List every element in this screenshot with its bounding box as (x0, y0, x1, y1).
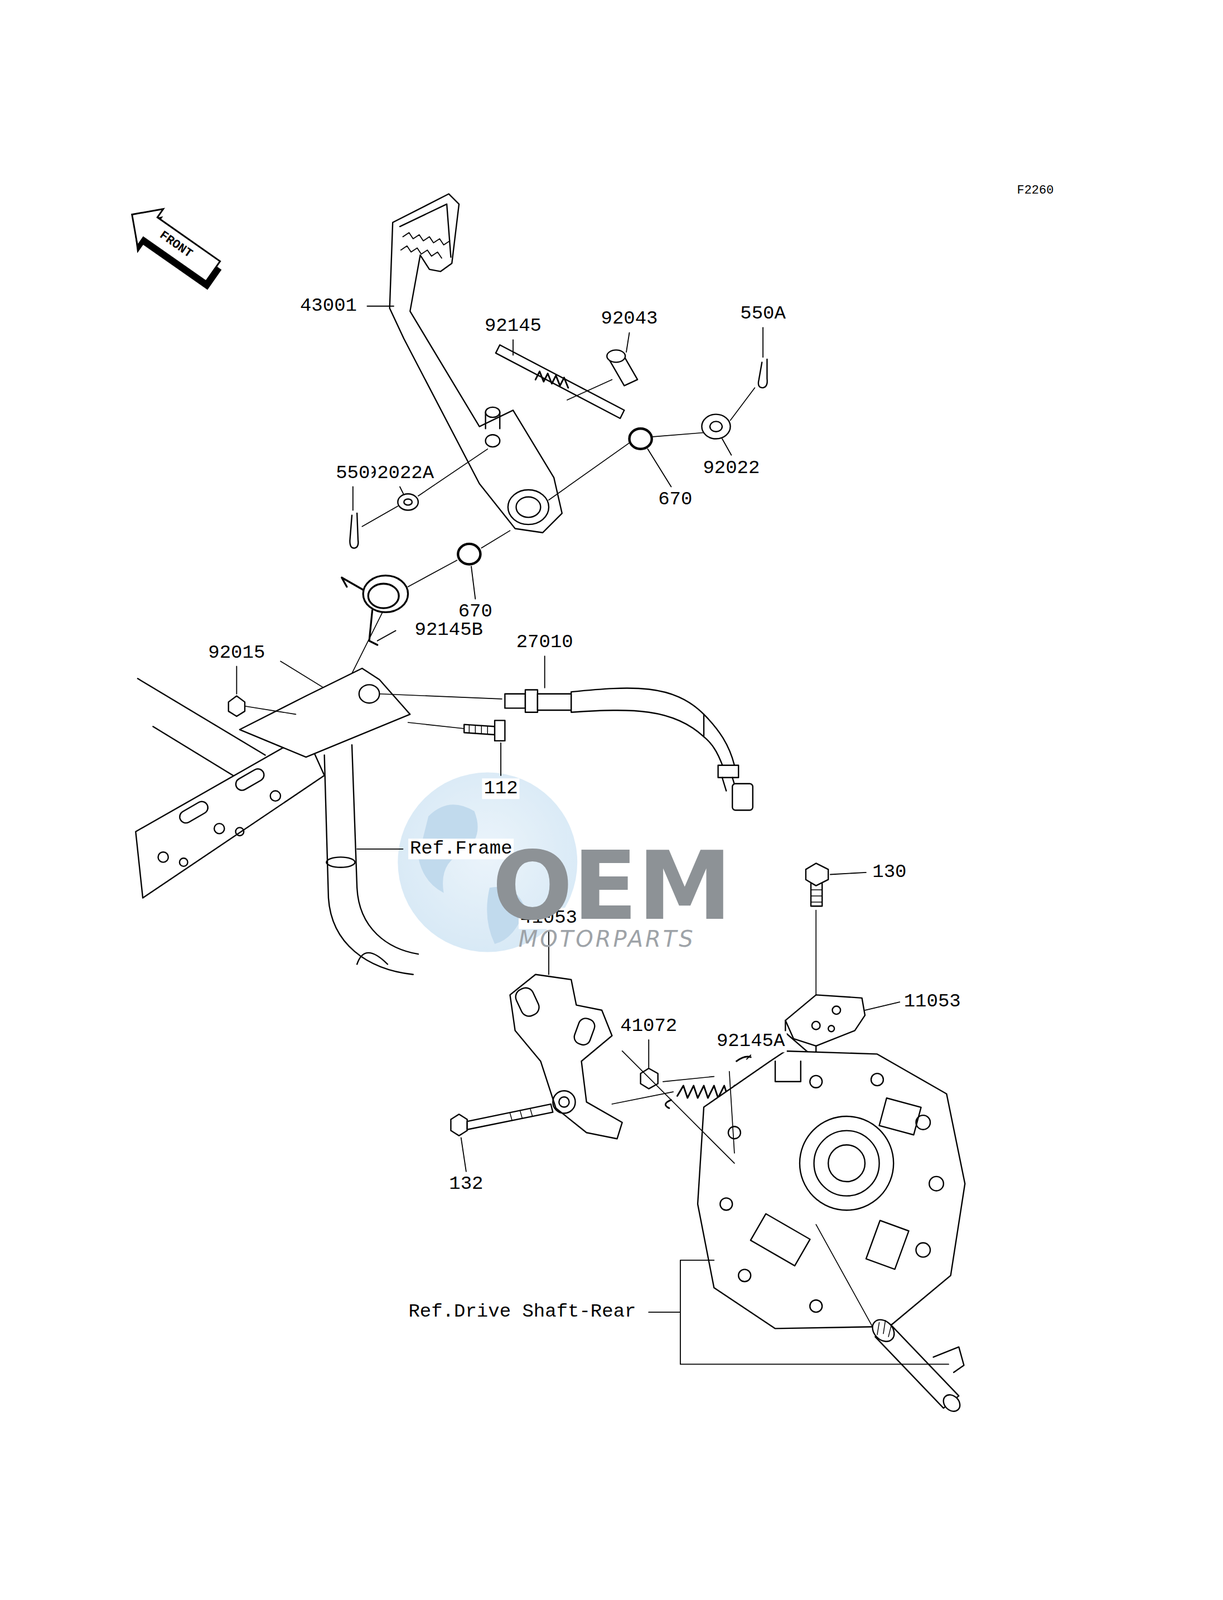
leader-line (236, 306, 900, 1172)
callout-number: 92145 (482, 316, 544, 337)
bolt (408, 719, 506, 741)
callout-number: 27010 (514, 632, 575, 654)
reference-label: Ref.Drive Shaft-Rear (406, 1301, 638, 1322)
front-arrow (115, 195, 231, 298)
clevis-pin (606, 349, 638, 386)
callout-number: 132 (447, 1173, 485, 1195)
drive-shaft (868, 1315, 965, 1415)
spring-rod (495, 344, 625, 419)
bracket (785, 994, 865, 1059)
assembly-axis (361, 379, 755, 587)
o-ring (629, 428, 652, 449)
bolt (805, 862, 829, 995)
washer (397, 414, 731, 511)
frame (135, 668, 419, 975)
callout-number: 92022A (364, 462, 436, 484)
watermark: OEM (490, 833, 734, 938)
callout-number: 43001 (298, 295, 359, 317)
figure-code: F2260 (1014, 184, 1056, 198)
callout-number: 670 (656, 489, 694, 511)
bolt (450, 1103, 553, 1136)
direction-label: FRONT (155, 227, 196, 262)
o-ring (457, 543, 481, 565)
callout-number: 112 (481, 777, 520, 799)
callout-number: 11053 (902, 991, 963, 1012)
callout-number: 550 (334, 462, 372, 484)
nut (228, 695, 297, 717)
final-gear-housing (622, 1050, 966, 1332)
callout-number: 670 (456, 601, 495, 623)
callout-number: 92145A (714, 1031, 787, 1052)
cotter-pin (758, 359, 768, 388)
watermark: MOTORPARTS (516, 926, 698, 951)
callout-number: 41072 (618, 1015, 679, 1037)
callout-number: 92022 (701, 457, 762, 479)
callout-number: 130 (870, 861, 908, 883)
brake-switch (379, 687, 753, 810)
callout-number: 92145B (413, 620, 485, 641)
callout-number: 92015 (206, 642, 267, 664)
callout-number: 550A (738, 303, 788, 325)
callout-number: 92043 (598, 308, 660, 330)
reference-bracket (648, 1259, 949, 1365)
cotter-pin (349, 513, 359, 548)
